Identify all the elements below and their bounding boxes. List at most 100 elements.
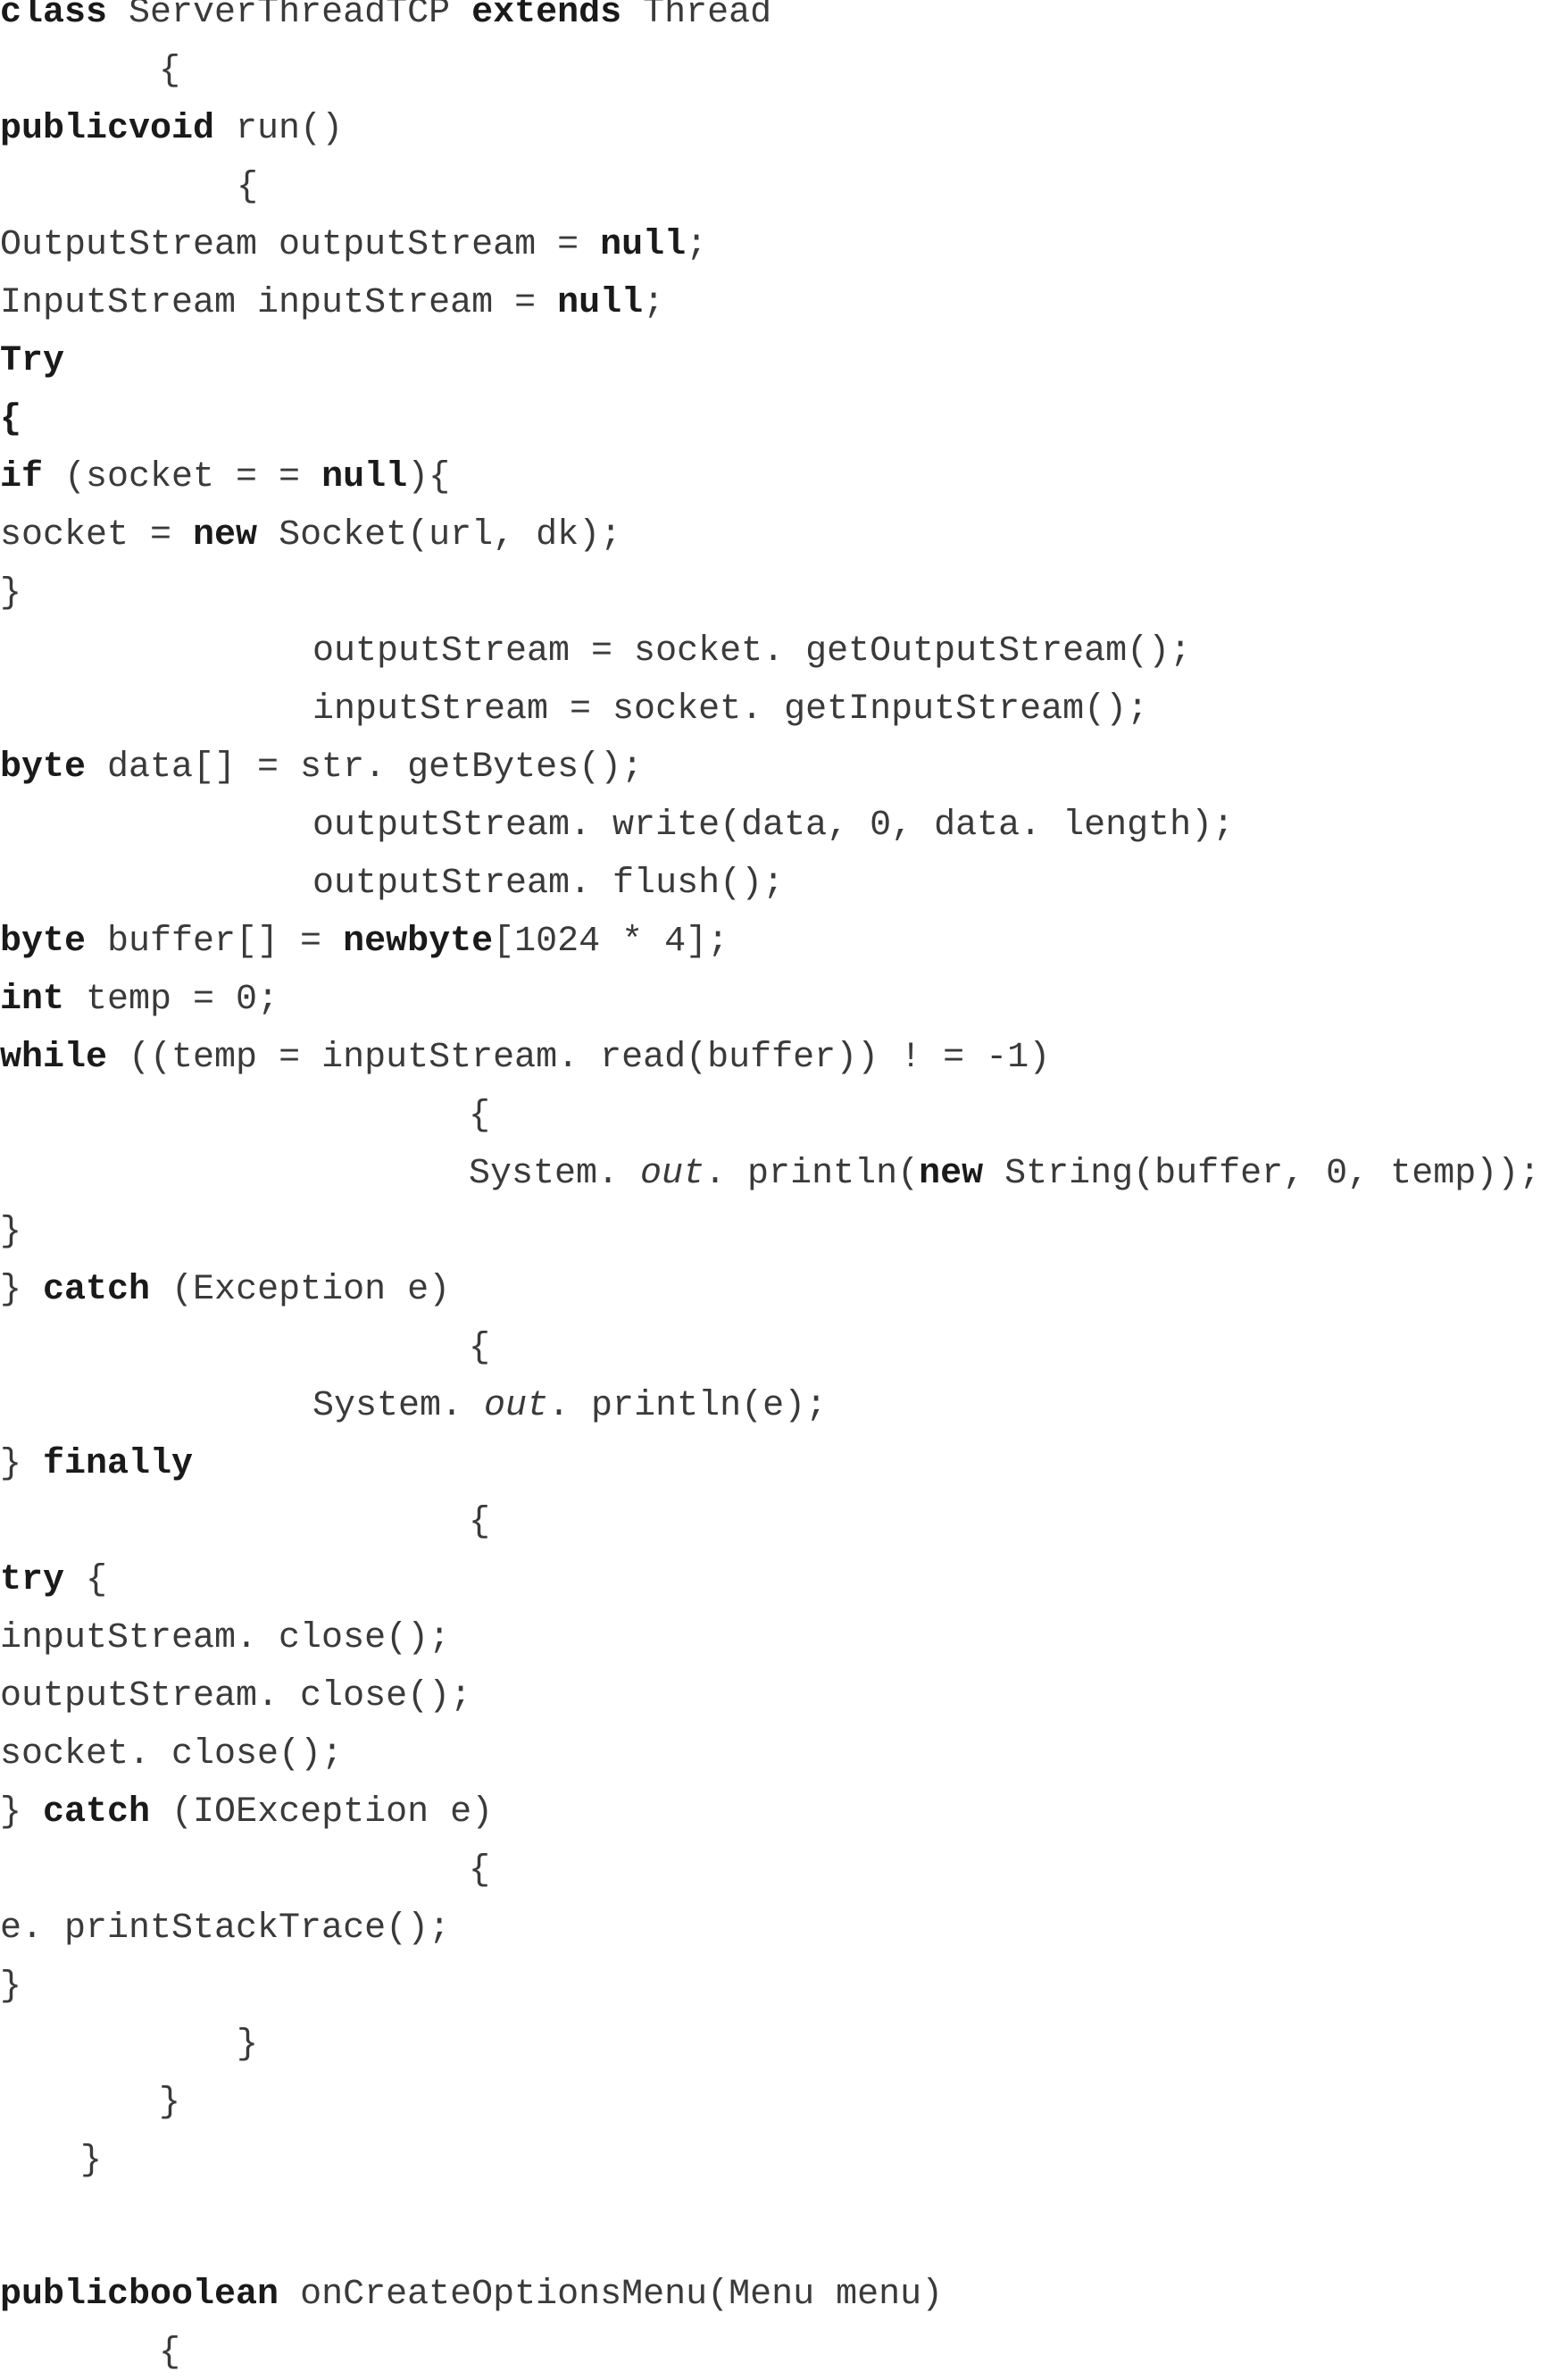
code-line: { xyxy=(159,2326,180,2380)
code-line: outputStream. close(); xyxy=(0,1670,471,1724)
code-token: (Exception e) xyxy=(150,1270,451,1310)
code-line: publicboolean onCreateOptionsMenu(Menu m… xyxy=(0,2268,943,2322)
code-token: outputStream. write(data, 0, data. lengt… xyxy=(312,806,1235,846)
code-line: byte data[] = str. getBytes(); xyxy=(0,741,643,795)
code-token: String(buffer, 0, temp)); xyxy=(983,1154,1541,1194)
code-token: inputStream = socket. getInputStream(); xyxy=(312,689,1149,730)
code-line: if (socket = = null){ xyxy=(0,451,450,505)
code-line: { xyxy=(469,1322,490,1375)
code-line: inputStream = socket. getInputStream(); xyxy=(312,683,1148,737)
code-keyword: if xyxy=(0,457,44,497)
code-line: while ((temp = inputStream. read(buffer)… xyxy=(0,1031,1050,1085)
code-line: { xyxy=(237,161,258,214)
code-token: { xyxy=(469,1850,491,1891)
code-keyword: newbyte xyxy=(343,922,494,962)
code-line: { xyxy=(159,45,180,98)
code-keyword: int xyxy=(0,980,65,1020)
code-keyword: Try xyxy=(0,341,65,381)
code-keyword: finally xyxy=(43,1444,194,1484)
code-token: } xyxy=(80,2141,103,2181)
code-line: InputStream inputStream = null; xyxy=(0,277,664,330)
code-line: } xyxy=(159,2076,180,2130)
code-token: System. xyxy=(312,1386,485,1426)
code-keyword: publicboolean xyxy=(0,2275,279,2315)
code-line: } xyxy=(237,2018,258,2072)
code-keyword: class xyxy=(0,0,108,33)
code-keyword: catch xyxy=(43,1792,151,1833)
code-keyword: null xyxy=(600,225,687,265)
code-token: socket. close(); xyxy=(0,1734,344,1775)
code-line: { xyxy=(469,1844,490,1898)
code-token: temp = 0; xyxy=(64,980,279,1020)
code-token: [1024 * 4]; xyxy=(493,922,729,962)
code-keyword: extends xyxy=(471,0,622,33)
code-line: } catch (Exception e) xyxy=(0,1264,450,1317)
code-keyword: null xyxy=(321,457,408,497)
code-token: outputStream. flush(); xyxy=(312,864,785,904)
code-token: { xyxy=(469,1328,491,1368)
code-line: { xyxy=(469,1496,490,1549)
code-line: System. out. println(e); xyxy=(312,1380,827,1433)
code-token: } xyxy=(0,1270,44,1310)
code-line: publicvoid run() xyxy=(0,103,343,156)
code-keyword: publicvoid xyxy=(0,109,215,149)
code-line: class ServerThreadTCP extends Thread xyxy=(0,0,771,40)
code-token: InputStream inputStream = xyxy=(0,283,558,323)
code-line: socket = new Socket(url, dk); xyxy=(0,509,621,563)
code-line: Try xyxy=(0,335,64,388)
code-token: { xyxy=(237,167,259,207)
code-italic-token: out xyxy=(640,1154,705,1194)
code-keyword: byte xyxy=(0,747,87,788)
code-token: { xyxy=(159,51,181,91)
code-token: outputStream. close(); xyxy=(0,1676,472,1716)
code-token: ServerThreadTCP xyxy=(107,0,472,33)
code-token: { xyxy=(64,1560,108,1600)
code-line: { xyxy=(469,1090,490,1143)
code-token: inputStream. close(); xyxy=(0,1618,451,1658)
code-token: e. printStackTrace(); xyxy=(0,1908,451,1949)
code-line: OutputStream outputStream = null; xyxy=(0,219,707,272)
code-token: OutputStream outputStream = xyxy=(0,225,601,265)
code-token: ; xyxy=(686,225,708,265)
code-keyword: null xyxy=(557,283,644,323)
code-keyword: byte xyxy=(0,922,87,962)
code-line: outputStream. write(data, 0, data. lengt… xyxy=(312,799,1234,853)
code-line: } catch (IOException e) xyxy=(0,1786,493,1840)
code-token: socket = xyxy=(0,515,194,555)
code-token: } xyxy=(0,1444,44,1484)
code-token: } xyxy=(237,2025,259,2065)
code-token: } xyxy=(0,1967,22,2007)
code-line: } xyxy=(0,1206,21,1259)
code-line: } xyxy=(80,2134,102,2188)
code-token: . println(e); xyxy=(548,1386,828,1426)
code-token: (IOException e) xyxy=(150,1792,494,1833)
code-token: data[] = str. getBytes(); xyxy=(86,747,644,788)
code-line: e. printStackTrace(); xyxy=(0,1902,450,1956)
code-keyword: while xyxy=(0,1038,108,1078)
code-token: } xyxy=(0,1792,44,1833)
code-keyword: try xyxy=(0,1560,65,1600)
code-token: buffer[] = xyxy=(86,922,344,962)
code-line: int temp = 0; xyxy=(0,973,279,1027)
code-token: ((temp = inputStream. read(buffer)) ! = … xyxy=(107,1038,1051,1078)
code-line: } xyxy=(0,1960,21,2014)
code-line: } finally xyxy=(0,1438,193,1491)
code-keyword: { xyxy=(0,399,22,439)
code-italic-token: out xyxy=(484,1386,549,1426)
code-keyword: new xyxy=(919,1154,984,1194)
code-token: { xyxy=(469,1502,491,1542)
code-line: outputStream. flush(); xyxy=(312,857,784,911)
code-line: { xyxy=(0,393,21,447)
code-token: (socket = = xyxy=(43,457,322,497)
code-token: run() xyxy=(214,109,344,149)
code-token: System. xyxy=(469,1154,641,1194)
code-keyword: new xyxy=(193,515,258,555)
code-token: } xyxy=(0,1212,22,1252)
code-token: } xyxy=(0,573,22,614)
code-line: inputStream. close(); xyxy=(0,1612,450,1666)
code-token: outputStream = socket. getOutputStream()… xyxy=(312,631,1192,672)
code-line: System. out. println(new String(buffer, … xyxy=(469,1148,1540,1201)
code-token: . println( xyxy=(704,1154,920,1194)
code-line: byte buffer[] = newbyte[1024 * 4]; xyxy=(0,915,729,969)
